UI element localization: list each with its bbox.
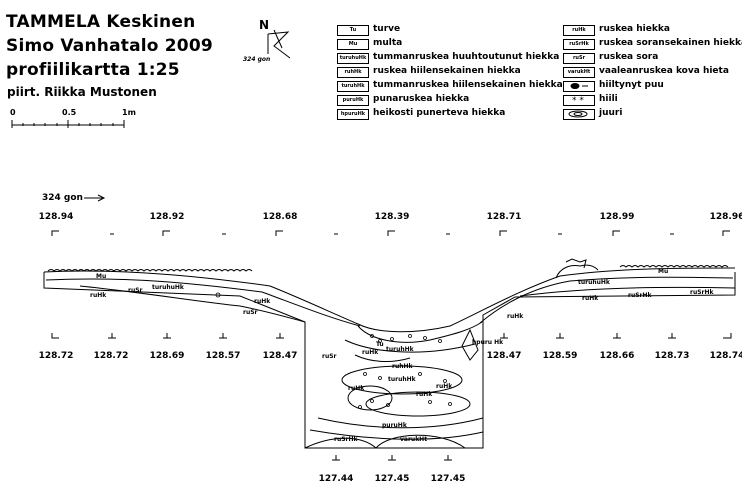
legend-label-rusr: ruskea sora (599, 52, 659, 62)
legend-swatch-root (563, 109, 595, 120)
legend-label-turuhhk: tummanruskea hiilensekainen hiekka (373, 80, 563, 90)
legend-label-charred-wood: hiiltynyt puu (599, 80, 664, 90)
soil-label: ruSrHk (690, 289, 715, 296)
soil-label: ruHk (362, 349, 379, 356)
soil-label: Mu (96, 273, 106, 280)
soil-label: turuhuHk (578, 279, 611, 286)
elevation-top: 128.99 (599, 212, 635, 222)
pit-ticks (332, 455, 452, 461)
soil-label: varukHt (400, 436, 427, 443)
legend-swatch-turuhuhk: turuhuHk (337, 53, 369, 64)
soil-label: Tu (376, 341, 384, 348)
soil-label: ruSrHk (628, 292, 653, 299)
legend-swatch-charcoal (563, 95, 595, 106)
svg-text:* *: * * (572, 96, 584, 106)
scale-end: 1m (122, 108, 136, 117)
legend-swatch-hpuruhk: hpuruHk (337, 109, 369, 120)
elevation-pit: 127.45 (374, 474, 410, 484)
elevation-top: 128.71 (486, 212, 522, 222)
elevation-bottom: 128.73 (654, 351, 690, 361)
drawer-credit: piirt. Riikka Mustonen (7, 85, 157, 99)
scale-start: 0 (10, 108, 16, 117)
legend-label-charcoal: hiili (599, 94, 618, 104)
soil-label: puruHk (382, 422, 408, 429)
legend-label-turve: turve (373, 24, 401, 34)
soil-label: ruhHk (392, 363, 414, 370)
soil-label: ruHk (582, 295, 599, 302)
legend-swatch-multa: Mu (337, 39, 369, 50)
legend-label-hpuruhk: heikosti punerteva hiekka (373, 108, 506, 118)
elevation-bottom: 128.72 (93, 351, 129, 361)
scale-bar (11, 120, 125, 128)
legend-swatch-varukht: varukHt (563, 67, 595, 78)
elevation-bottom: 128.47 (262, 351, 298, 361)
soil-label: turuhHk (386, 346, 415, 353)
soil-label: turuhHk (388, 376, 417, 383)
elevation-top: 128.92 (149, 212, 185, 222)
legend-swatch-turuhhk: turuhHk (337, 81, 369, 92)
soil-label: turuhuHk (152, 284, 185, 291)
pit-layers (304, 321, 484, 449)
elevation-bottom: 128.57 (205, 351, 241, 361)
legend-label-puruhk: punaruskea hiekka (373, 94, 470, 104)
root-icon (568, 110, 588, 118)
legend-swatch-ruhk: ruHk (563, 25, 595, 36)
elevation-bottom: 128.74 (709, 351, 742, 361)
scale-mid: 0.5 (62, 108, 77, 117)
elevation-bottom: 128.69 (149, 351, 185, 361)
legend-label-rusrhk: ruskea soransekainen hiekka (599, 38, 742, 48)
soil-label: ruSr (322, 353, 337, 360)
top-ticks (51, 230, 730, 236)
charcoal-icon: * * (572, 96, 584, 106)
map-title: TAMMELA Keskinen (6, 12, 196, 32)
soil-label: ruSr (243, 309, 258, 316)
legend-label-turuhuhk: tummanruskea huuhtoutunut hiekka (373, 52, 560, 62)
charcoal-symbols (215, 292, 452, 409)
legend-swatch-turve: Tu (337, 25, 369, 36)
soil-label: hpuru Hk (472, 339, 504, 346)
elevation-top: 128.68 (262, 212, 298, 222)
legend-swatch-ruhhk: ruhHk (337, 67, 369, 78)
soil-label: ruHk (90, 292, 107, 299)
soil-label: Mu (658, 268, 668, 275)
soil-label: ruHk (348, 385, 365, 392)
soil-label: ruHk (254, 298, 271, 305)
legend-label-root: juuri (599, 108, 623, 118)
elevation-bottom: 128.66 (599, 351, 635, 361)
north-label: N (259, 18, 270, 32)
elevation-top: 128.96 (709, 212, 742, 222)
direction-arrow-icon (84, 194, 106, 202)
profile-outline (43, 267, 736, 449)
elevation-bottom: 128.47 (486, 351, 522, 361)
elevation-top: 128.94 (38, 212, 74, 222)
soil-label: ruHk (436, 383, 453, 390)
elevation-pit: 127.44 (318, 474, 354, 484)
legend-label-ruhhk: ruskea hiilensekainen hiekka (373, 66, 521, 76)
direction-label: 324 gon (42, 193, 83, 203)
soil-label: ruSr (128, 287, 143, 294)
legend-swatch-rusr: ruSr (563, 53, 595, 64)
legend-label-ruhk: ruskea hiekka (599, 24, 670, 34)
soil-label: ruSrHk (334, 436, 359, 443)
north-arrow-icon (267, 29, 291, 59)
charred-wood-icon (570, 83, 588, 89)
soil-label: ruHk (416, 391, 433, 398)
elevation-bottom: 128.72 (38, 351, 74, 361)
elevation-top: 128.39 (374, 212, 410, 222)
elevation-pit: 127.45 (430, 474, 466, 484)
map-author: Simo Vanhatalo 2009 (6, 36, 213, 56)
elevation-bottom: 128.59 (542, 351, 578, 361)
legend-icons: * * (568, 83, 588, 118)
legend-swatch-puruhk: puruHk (337, 95, 369, 106)
legend-label-multa: multa (373, 38, 403, 48)
legend-swatch-rusrhk: ruSrHk (563, 39, 595, 50)
map-scale-title: profiilikartta 1:25 (6, 60, 180, 80)
soil-label: ruHk (507, 313, 524, 320)
legend-label-varukht: vaaleanruskea kova hieta (599, 66, 729, 76)
bottom-ticks (51, 333, 732, 339)
surface-vegetation (47, 258, 729, 279)
legend-swatch-charred-wood (563, 81, 595, 92)
north-bearing: 324 gon (243, 56, 271, 63)
